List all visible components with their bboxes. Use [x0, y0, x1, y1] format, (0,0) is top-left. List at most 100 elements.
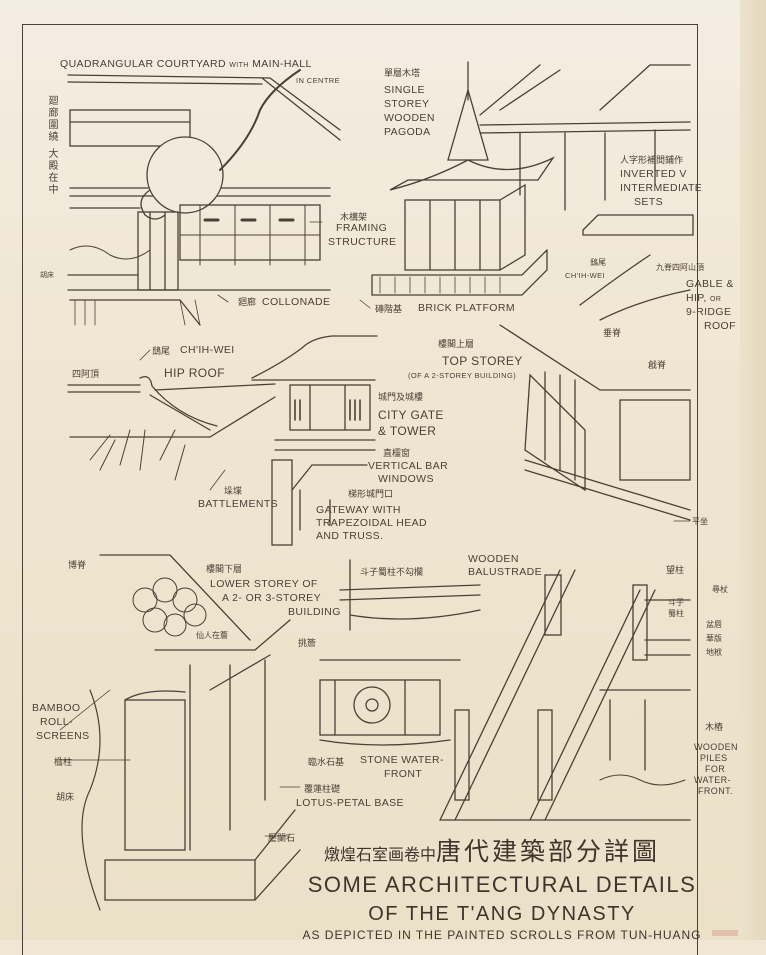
label-yalanshi-zh: 壓闌石	[268, 834, 296, 844]
label-chihwei-r-zh: 鴟尾	[590, 258, 606, 267]
label-hip-chihwei: CH'IH-WEI	[180, 344, 235, 356]
label-hip-chihwei-zh: 鴟尾	[152, 347, 171, 357]
label-gable-1: GABLE &	[686, 278, 734, 290]
label-gable-4: ROOF	[704, 320, 736, 332]
label-brick: BRICK PLATFORM	[418, 302, 515, 314]
title-en-line3: AS DEPICTED IN THE PAINTED SCROLLS FROM …	[302, 928, 702, 942]
label-pantuo-zh: 盆唇	[706, 620, 722, 629]
leader-lines	[59, 221, 691, 837]
label-bozhi-zh: 博脊	[68, 561, 87, 571]
label-pagoda-4: PAGODA	[384, 126, 431, 138]
label-piles-2: PILES	[700, 753, 728, 763]
title-en-line2: OF THE T'ANG DYNASTY	[368, 903, 636, 925]
label-top-storey-zh: 樓閣上層	[438, 340, 475, 350]
label-lower-storey-1: LOWER STOREY OF	[210, 578, 318, 590]
label-balustrade-1: WOODEN	[468, 553, 519, 565]
label-hujiao-zh: 胡床	[40, 271, 54, 279]
label-colonnade-zh: 廻廊	[238, 298, 257, 308]
label-colonnade: COLLONADE	[262, 296, 331, 308]
label-battlements: BATTLEMENTS	[198, 498, 279, 510]
label-lotus-zh: 覆蓮柱礎	[304, 785, 341, 795]
label-city-gate-zh: 城門及城樓	[378, 393, 424, 403]
label-wangzhu-zh: 望柱	[666, 566, 685, 576]
label-pagoda-3: WOODEN	[384, 112, 435, 124]
label-piles-5: FRONT.	[698, 786, 733, 796]
sheet-edge	[740, 0, 766, 940]
label-lower-storey-2: A 2- OR 3-STOREY	[222, 592, 321, 604]
label-gateway-2: TRAPEZOIDAL HEAD	[316, 517, 428, 529]
label-huaban-zh: 華版	[706, 634, 722, 643]
label-ridge-slant-zh: 戧脊	[648, 361, 667, 371]
label-gable-zh: 九脊四阿山頂	[656, 263, 704, 272]
title-en-line1: SOME ARCHITECTURAL DETAILS	[307, 872, 697, 897]
label-lower-storey-zh: 樓閣下層	[206, 565, 243, 575]
label-bamboo-3: SCREENS	[36, 730, 90, 742]
label-huchuang-zh: 胡床	[56, 793, 75, 803]
label-piles-4: WATER-	[694, 775, 731, 785]
label-piles-zh: 木樁	[705, 723, 724, 733]
label-vertical-bar-2: WINDOWS	[378, 473, 434, 485]
label-courtyard-zh: 廻廊圍繞 大殿在中	[46, 95, 57, 197]
label-city-gate-2: & TOWER	[378, 424, 437, 438]
label-stone-water-zh: 臨水石基	[308, 758, 345, 768]
pagoda-drawing	[371, 61, 555, 296]
title-zh: 燉煌石室画卷中唐代建築部分詳圖	[324, 832, 660, 868]
balustrade-drawing	[319, 559, 691, 821]
label-douzi-zh: 斗子	[668, 598, 684, 607]
label-courtyard-en: QUADRANGULAR COURTYARD	[60, 58, 226, 70]
top-storey-drawing	[499, 254, 691, 521]
label-framing-2: STRUCTURE	[328, 236, 397, 248]
label-gable-3: 9-RIDGE	[686, 306, 732, 318]
label-stone-water-2: FRONT	[384, 768, 423, 780]
label-vertical-bar-zh: 直欞窗	[383, 449, 411, 459]
label-courtyard-with: WITH	[229, 62, 249, 69]
label-bamboo-2: ROLL-	[40, 716, 73, 728]
label-hip-zh: 四阿頂	[72, 370, 100, 380]
title-zh-main: 唐代建築部分詳圖	[436, 838, 661, 866]
courtyard-drawing	[67, 69, 341, 326]
label-battlements-zh: 垛堞	[224, 487, 243, 497]
label-pingzuo-zh: 平坐	[692, 517, 708, 526]
label-yanzhu-zh: 檐柱	[54, 758, 73, 768]
label-hip-roof: HIP ROOF	[164, 366, 225, 380]
label-brick-zh: 磚階基	[375, 305, 403, 315]
plate-frame	[22, 24, 698, 955]
hip-roof-drawing	[67, 375, 276, 481]
label-courtyard: QUADRANGULAR COURTYARD WITH MAIN-HALL	[60, 58, 312, 72]
label-inverted-v-3: SETS	[634, 196, 664, 208]
label-gateway-1: GATEWAY WITH	[316, 504, 401, 516]
label-inverted-v-1: INVERTED V	[620, 168, 687, 180]
label-pagoda-2: STOREY	[384, 98, 430, 110]
label-gateway-zh: 梯形城門口	[348, 490, 394, 500]
label-framing-zh: 木構架	[340, 213, 368, 223]
label-vertical-bar-1: VERTICAL BAR	[368, 460, 449, 472]
label-gateway-3: AND TRUSS.	[316, 530, 384, 542]
label-doushou-zh: 斗子蜀柱不勾欄	[360, 568, 424, 578]
label-framing-1: FRAMING	[336, 222, 388, 234]
label-tiaoyan-zh: 挑簷	[298, 639, 317, 649]
label-xunzhang-zh: 尋杖	[712, 585, 728, 594]
label-inverted-v-zh: 人字形補間鋪作	[620, 156, 684, 166]
label-stone-water-1: STONE WATER-	[360, 754, 444, 766]
label-courtyard-mainhall: MAIN-HALL	[252, 58, 312, 70]
label-lower-storey-3: BUILDING	[288, 606, 341, 618]
label-top-storey-sub: (OF A 2-STOREY BUILDING)	[408, 371, 517, 380]
label-difu-zh: 地栿	[706, 648, 722, 657]
red-stamp	[712, 930, 738, 936]
label-city-gate-1: CITY GATE	[378, 408, 444, 422]
city-gate-drawing	[251, 335, 378, 546]
label-gable-hip: HIP,	[686, 292, 707, 304]
label-gable-2: HIP, OR	[686, 292, 721, 306]
label-balustrade-2: BALUSTRADE	[468, 566, 543, 578]
label-top-storey: TOP STOREY	[442, 354, 523, 368]
title-zh-sub: 燉煌石室画卷中	[324, 847, 437, 864]
lower-storey-drawing	[81, 554, 301, 911]
corridor-drawing	[479, 64, 694, 236]
label-chihwei-r: CH'IH-WEI	[565, 271, 606, 280]
label-pagoda-zh: 單層木塔	[384, 69, 421, 79]
label-lotus: LOTUS-PETAL BASE	[296, 797, 404, 809]
label-inverted-v-2: INTERMEDIATE	[620, 182, 703, 194]
label-pagoda-1: SINGLE	[384, 84, 425, 96]
